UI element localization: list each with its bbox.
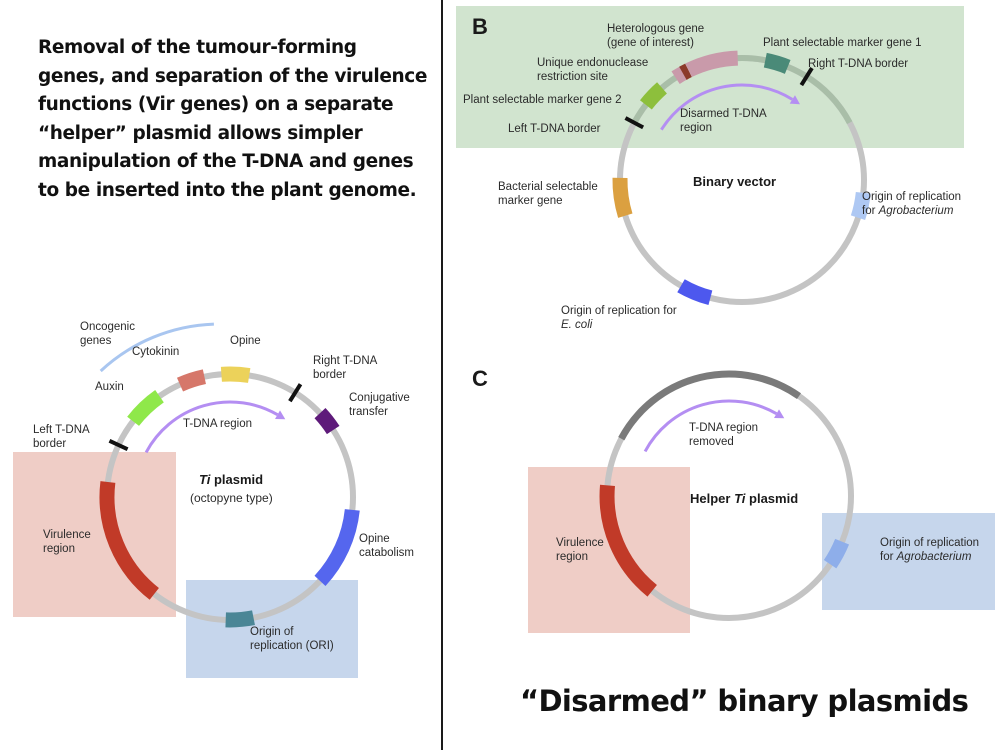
- tdna-removed-arrow: [643, 399, 778, 453]
- label-plant-selectable-marker-1: Plant selectable marker gene 1: [763, 37, 922, 49]
- opine-catabolism-gene: [314, 508, 360, 587]
- virulence-region-c: [599, 484, 658, 597]
- label-tdna-region: T-DNA region: [183, 418, 253, 430]
- panel-c-ori-highlight-box: [822, 513, 995, 610]
- label-auxin: Auxin: [95, 381, 124, 393]
- right-tdna-border-mark-b: [799, 66, 814, 87]
- label-heterologous-gene: Heterologous gene(gene of interest): [607, 23, 705, 49]
- plant-selectable-marker-gene-1: [763, 52, 791, 74]
- oncogenic-genes-arc: [99, 322, 214, 373]
- ori-ecoli: [677, 279, 713, 306]
- label-cytokinin: Cytokinin: [132, 346, 180, 358]
- intro-paragraph: Removal of the tumour-forming genes, and…: [38, 37, 427, 201]
- plant-selectable-marker-gene-2: [639, 82, 668, 110]
- ori-region-a: [225, 610, 255, 628]
- ori-agrobacterium-b: [850, 191, 871, 221]
- binary-vector-title: Binary vector: [693, 174, 777, 189]
- auxin-gene: [127, 390, 165, 427]
- tdna-region-arrow-head: [275, 410, 286, 420]
- helper-ti-plasmid-title: Helper Ti plasmid: [690, 491, 799, 506]
- panel-divider: [441, 0, 443, 750]
- left-tdna-border-mark: [108, 438, 129, 452]
- unique-restriction-site: [679, 63, 692, 80]
- bottom-title: “Disarmed” binary plasmids: [520, 684, 969, 718]
- label-left-tdna-border-b: Left T-DNA border: [508, 123, 601, 135]
- heterologous-gene: [685, 50, 739, 78]
- tdna-region-arrow: [144, 400, 279, 454]
- conjugative-transfer-gene: [314, 407, 340, 435]
- label-right-tdna-border-b: Right T-DNA border: [808, 58, 909, 70]
- bacterial-selectable-marker-gene: [612, 177, 633, 218]
- right-tdna-border-mark: [288, 383, 303, 403]
- panel-b-tdna-highlight-box: [456, 6, 964, 148]
- tdna-removed-region: [618, 370, 802, 441]
- ori-agrobacterium-c: [823, 538, 850, 569]
- panel-a-ori-highlight-box: [186, 580, 358, 678]
- disarmed-tdna-arrow: [660, 83, 794, 131]
- panel-c-letter: C: [472, 366, 488, 391]
- ti-plasmid-title: Ti plasmid: [199, 472, 264, 487]
- label-opine: Opine: [230, 335, 261, 347]
- virulence-region-a: [99, 481, 160, 600]
- opine-gene: [220, 366, 251, 383]
- label-plant-selectable-marker-2: Plant selectable marker gene 2: [463, 94, 622, 106]
- left-tdna-border-mark-b: [624, 116, 645, 130]
- disarmed-tdna-arrow-head: [789, 95, 800, 105]
- cytokinin-gene: [176, 369, 207, 392]
- tdna-removed-arrow-head: [774, 409, 785, 419]
- ti-plasmid-subtitle: (octopyne type): [190, 491, 273, 505]
- panel-b-letter: B: [472, 14, 488, 39]
